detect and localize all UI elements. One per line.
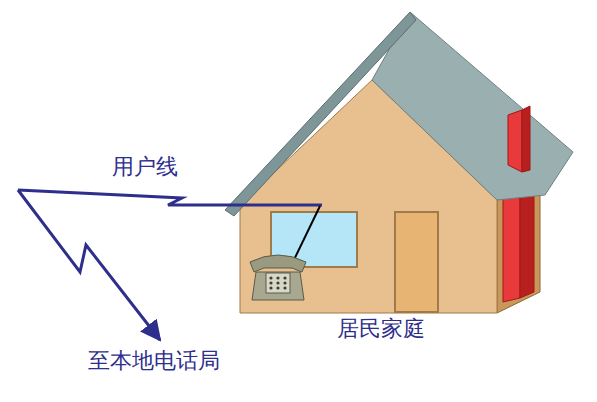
household-label: 居民家庭 [337,316,425,342]
roof [372,12,573,200]
chimney-side [520,186,534,298]
exchange-label: 至本地电话局 [88,348,220,374]
chimney [503,190,520,302]
subscriber-line [18,190,322,205]
roof-chimney-side [522,106,530,172]
line-label: 用户线 [112,154,178,180]
line-to-exchange [18,190,160,340]
roof-edge [225,12,416,216]
door [395,212,438,312]
roof-chimney [508,110,522,172]
telephone [250,255,306,300]
